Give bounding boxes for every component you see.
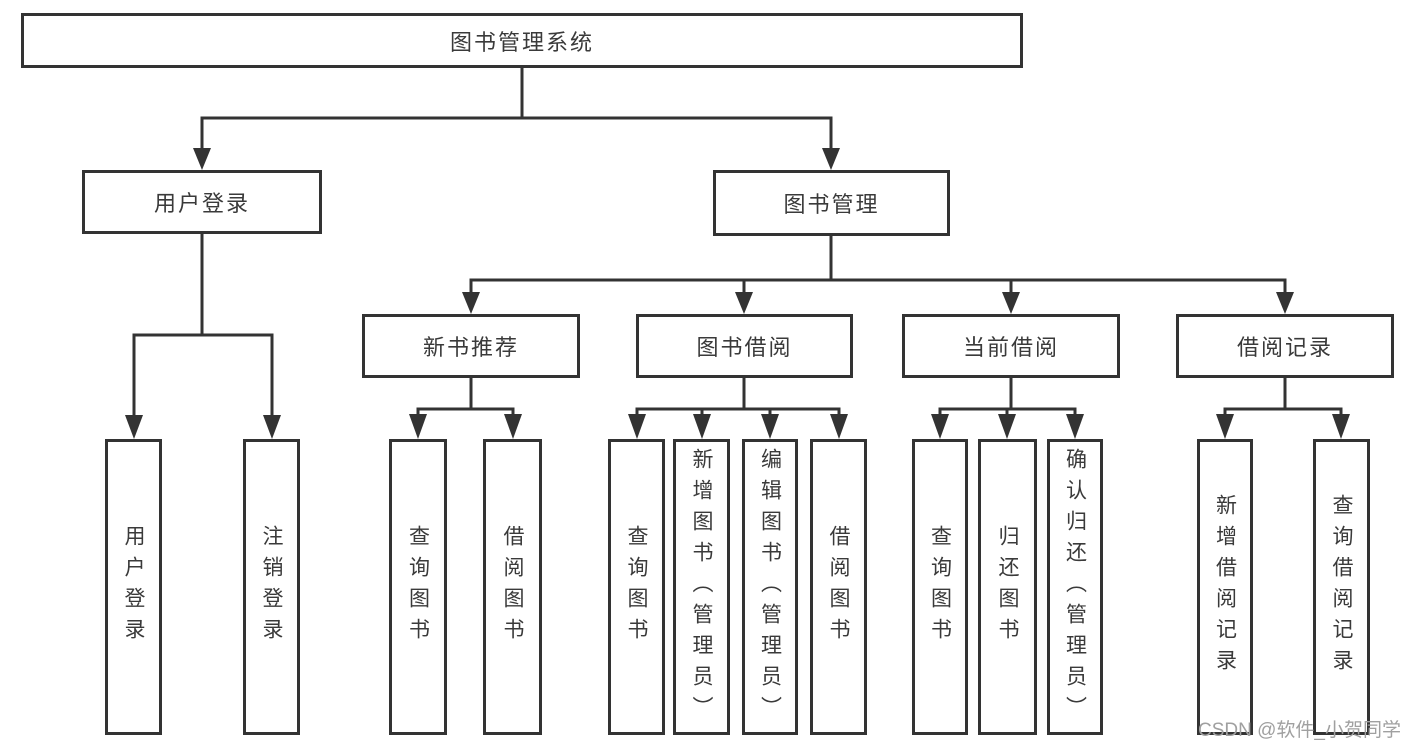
leaf-confirm-return-admin: 确认归还（管理员） [1047, 439, 1103, 735]
leaf-borrow-books-recommend: 借阅图书 [483, 439, 542, 735]
node-label: 用户登录 [122, 525, 145, 649]
node-borrow-records: 借阅记录 [1176, 314, 1394, 378]
csdn-watermark: CSDN @软件_小贺同学 [1198, 720, 1401, 741]
node-label: 用户登录 [153, 191, 250, 216]
node-label: 当前借阅 [962, 335, 1059, 360]
node-label: 查询图书 [406, 525, 430, 649]
node-label: 图书管理 [783, 192, 880, 217]
node-label: 确认归还（管理员） [1063, 447, 1087, 727]
node-user-login: 用户登录 [82, 170, 322, 234]
leaf-return-books: 归还图书 [978, 439, 1037, 735]
leaf-query-books-borrow: 查询图书 [608, 439, 665, 735]
node-book-management: 图书管理 [713, 170, 950, 236]
leaf-logout: 注销登录 [243, 439, 300, 735]
leaf-user-login: 用户登录 [105, 439, 162, 735]
leaf-query-books-recommend: 查询图书 [389, 439, 447, 735]
node-label: 图书管理系统 [449, 29, 594, 55]
node-label: 归还图书 [996, 525, 1019, 649]
node-label: 借阅图书 [501, 525, 524, 649]
node-current-borrow: 当前借阅 [902, 314, 1120, 378]
node-label: 注销登录 [260, 525, 283, 649]
node-new-book-recommend: 新书推荐 [362, 314, 580, 378]
leaf-borrow-books: 借阅图书 [810, 439, 867, 735]
node-label: 借阅记录 [1236, 335, 1333, 360]
node-label: 查询借阅记录 [1330, 494, 1353, 680]
leaf-query-borrow-record: 查询借阅记录 [1313, 439, 1370, 735]
leaf-query-books-current: 查询图书 [912, 439, 968, 735]
node-label: 借阅图书 [827, 525, 850, 649]
node-label: 图书借阅 [696, 335, 793, 360]
leaf-edit-books-admin: 编辑图书（管理员） [742, 439, 798, 735]
node-label: 新书推荐 [422, 335, 519, 360]
node-label: 编辑图书（管理员） [758, 447, 782, 727]
leaf-add-books-admin: 新增图书（管理员） [673, 439, 730, 735]
leaf-add-borrow-record: 新增借阅记录 [1197, 439, 1253, 735]
node-book-borrow: 图书借阅 [636, 314, 853, 378]
node-label: 查询图书 [625, 525, 648, 649]
node-label: 查询图书 [928, 525, 952, 649]
node-library-system: 图书管理系统 [21, 13, 1023, 68]
node-label: 新增借阅记录 [1213, 494, 1237, 680]
node-label: 新增图书（管理员） [690, 447, 713, 727]
